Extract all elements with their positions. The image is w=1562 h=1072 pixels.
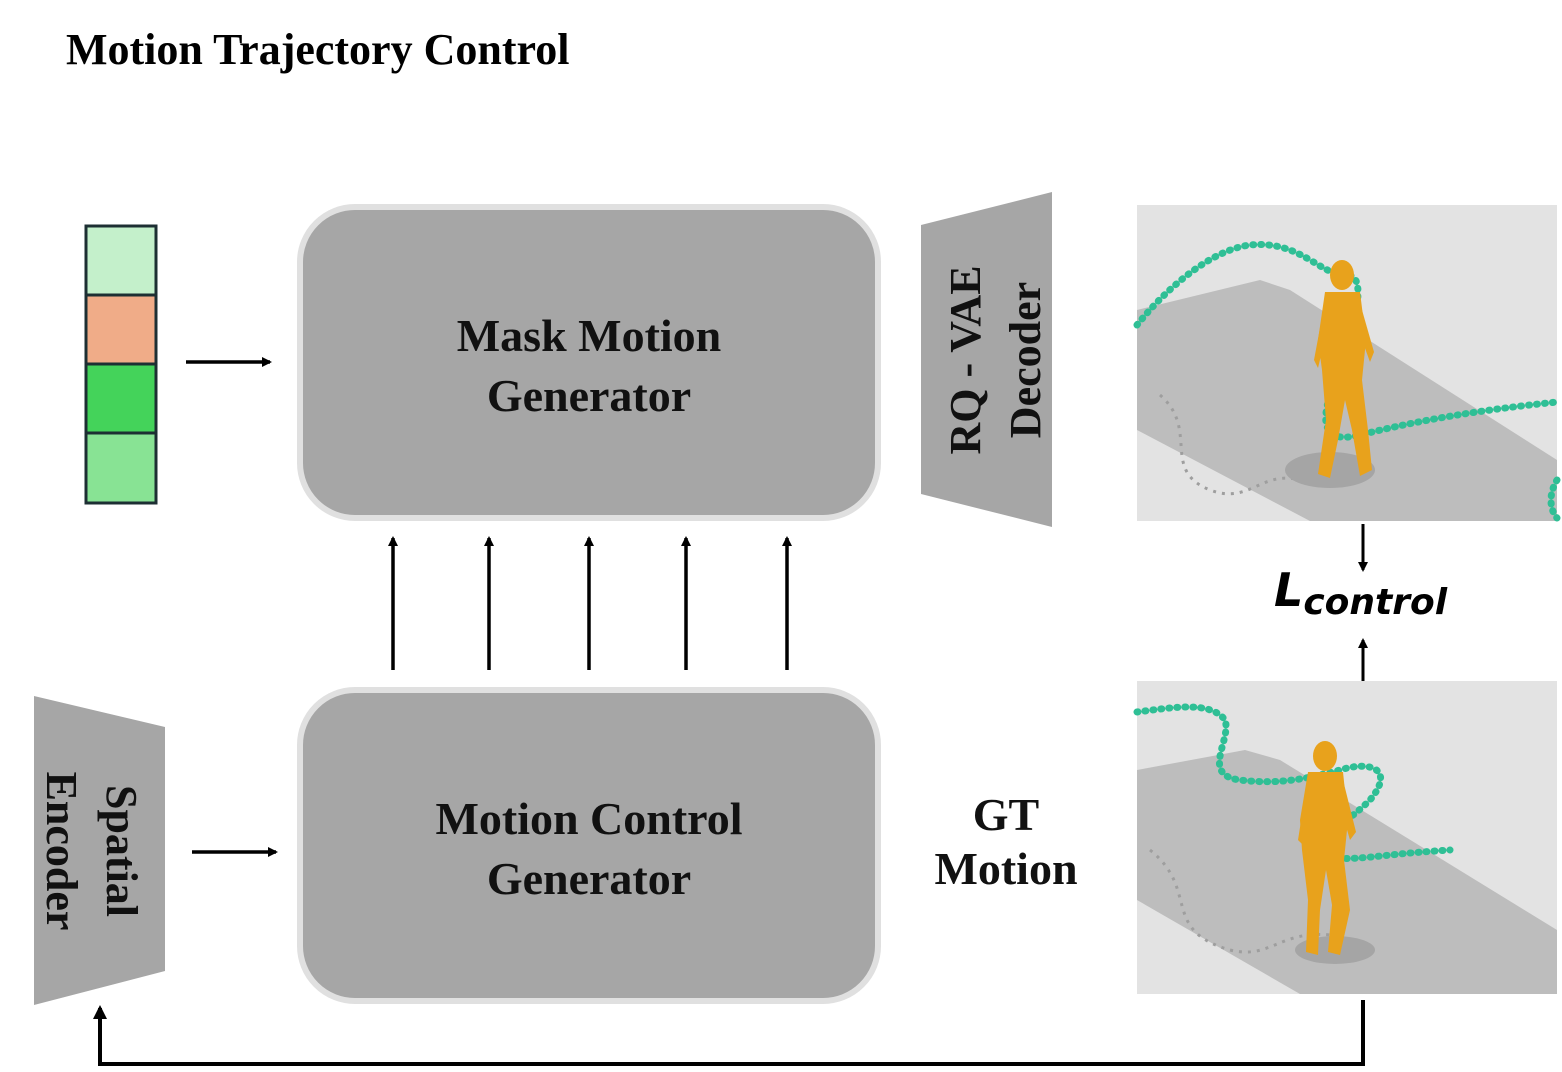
loss-label: Lcontrol — [1274, 563, 1448, 623]
token-stack — [84, 224, 158, 505]
trajectory-bottom — [1133, 703, 1454, 862]
gt-motion-render — [1133, 681, 1557, 994]
gt-motion-line2: Motion — [934, 843, 1077, 894]
encoder-line2: Encoder — [37, 772, 86, 931]
human-figure-bottom — [1298, 741, 1356, 955]
human-figure-top — [1314, 260, 1374, 478]
decoder-line2: Decoder — [1001, 282, 1050, 438]
generated-motion-render — [1133, 205, 1561, 522]
mask-generator-line1: Mask Motion — [457, 310, 722, 361]
spatial-encoder: Spatial Encoder — [34, 696, 165, 1005]
token-4 — [84, 431, 158, 505]
motion-control-generator: Motion Control Generator — [297, 687, 881, 1004]
encoder-line1: Spatial — [97, 785, 146, 917]
diagram-title: Motion Trajectory Control — [66, 25, 569, 74]
mask-motion-generator: Mask Motion Generator — [297, 204, 881, 521]
token-2 — [84, 293, 158, 366]
decoder-line1: RQ - VAE — [941, 265, 990, 454]
control-generator-line1: Motion Control — [435, 793, 742, 844]
feedback-arrow — [93, 1000, 1365, 1066]
rq-vae-decoder: RQ - VAE Decoder — [921, 192, 1052, 527]
mask-generator-line2: Generator — [487, 370, 691, 421]
gt-motion-line1: GT — [973, 789, 1039, 840]
token-1 — [84, 224, 158, 297]
control-signal-arrows — [388, 536, 792, 670]
token-3 — [84, 362, 158, 435]
control-generator-line2: Generator — [487, 853, 691, 904]
